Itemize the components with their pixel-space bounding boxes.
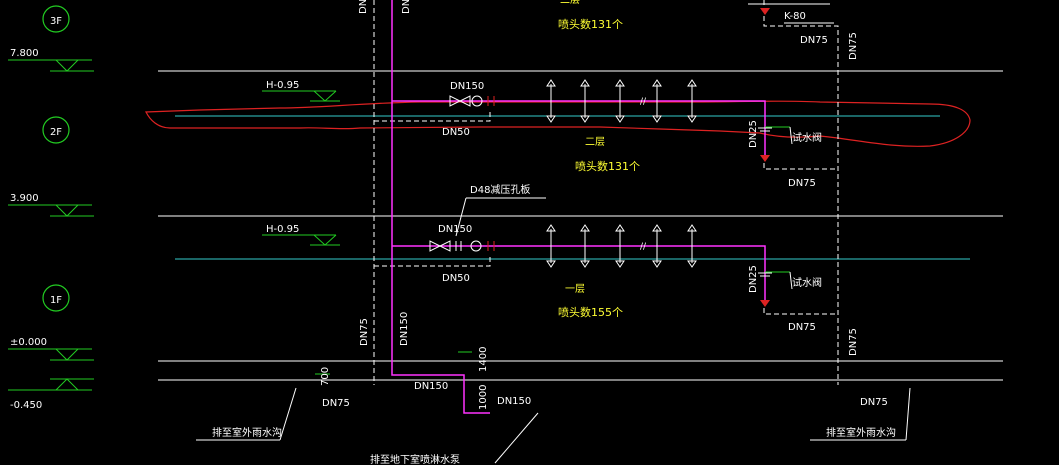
elevation-triangle-3f (8, 59, 94, 72)
lower-sprinkler-head-icon (687, 224, 697, 268)
elevation-1f-bottom: -0.450 (10, 400, 42, 411)
elevation-triangle-1f-bottom (8, 378, 94, 391)
leader-lines (196, 3, 911, 464)
upper-head-count: 喷头数131个 (575, 160, 640, 173)
top-riser-dn: DN75 (848, 32, 859, 60)
lower-test-valve (758, 271, 793, 307)
upper-sprinkler-head-icon (652, 79, 662, 123)
upper-sprinkler-head-icon (615, 79, 625, 123)
revision-cloud (145, 100, 971, 147)
upper-sprinkler-head-icon (580, 79, 590, 123)
upper-test-valve (758, 126, 793, 162)
left-riser-top-dn: DN (358, 0, 369, 14)
pipe-break-mark: // (640, 97, 647, 107)
elevation-triangle-1f-top (8, 348, 94, 361)
elevation-3f: 7.800 (10, 48, 39, 59)
floor-markers: 3F 2F 1F (42, 5, 70, 312)
right-drain-riser-dn: DN75 (848, 328, 859, 356)
upper-drain-dn: DN75 (788, 178, 816, 189)
floor-lines (158, 70, 1003, 381)
sprinkler-pipes (391, 0, 766, 414)
main-outlet-dn: DN150 (497, 396, 531, 407)
lower-drain-funnel-icon (760, 300, 770, 307)
upper-floor-name: 二层 (585, 136, 605, 148)
upper-sprinkler-head-icon (687, 79, 697, 123)
upper-sprinkler-head-icon (546, 79, 556, 123)
upper-test-valve-label: 试水阀 (792, 131, 822, 144)
floor-label-2f: 2F (50, 127, 62, 138)
elevation-triangle-2f (8, 204, 94, 217)
lower-branch-pipe (392, 245, 766, 300)
lower-valve-dn: DN150 (438, 224, 472, 235)
upper-flow-indicator-icon (471, 95, 483, 107)
lower-sprinkler-heads: // (546, 224, 697, 268)
lower-head-count: 喷头数155个 (558, 306, 623, 319)
top-fitting-label: K-80 (784, 11, 806, 22)
floor-marker-1f (42, 284, 70, 312)
lower-floor-name: 一层 (565, 283, 585, 295)
upper-test-pipe-dn: DN25 (748, 120, 759, 148)
upper-sprinkler-heads: // (546, 79, 697, 123)
main-horizontal-dn: DN150 (414, 381, 448, 392)
left-drain-riser-dn: DN75 (359, 318, 370, 346)
lower-sprinkler-head-icon (580, 224, 590, 268)
lower-drain-dn: DN75 (788, 322, 816, 333)
elevation-2f: 3.900 (10, 193, 39, 204)
upper-branch-pipe (392, 100, 766, 155)
branch-lines (175, 115, 970, 260)
dim-left: 700 (320, 367, 331, 386)
floor-label-3f: 3F (50, 16, 62, 27)
floor-marker-2f (42, 116, 70, 144)
upper-test-drain (763, 155, 838, 170)
upper-branch-dn: DN50 (442, 127, 470, 138)
upper-valve-dn: DN150 (450, 81, 484, 92)
upper-valve-group (449, 95, 495, 107)
lower-test-valve-label: 试水阀 (792, 276, 822, 289)
branch-elevation-lower: H-0.95 (262, 224, 340, 246)
dim-mid-upper: 1400 (478, 347, 489, 372)
right-outlet-dn: DN75 (860, 397, 888, 408)
top-drain-funnel-icon (760, 8, 770, 15)
branch-elevation-upper-label: H-0.95 (266, 80, 299, 91)
elevation-marks: 7.800 3.900 ±0.000 -0.450 (8, 48, 94, 411)
lower-branch-dn: DN50 (442, 273, 470, 284)
lower-gate-valve-icon (429, 240, 442, 252)
floor-marker-3f (42, 5, 70, 33)
upper-drain-funnel-icon (760, 155, 770, 162)
left-outlet-dn: DN75 (322, 398, 350, 409)
lower-flow-indicator-icon (470, 240, 482, 252)
orifice-plate-label: D48减压孔板 (470, 183, 530, 196)
lower-test-drain (763, 300, 838, 315)
branch-elevation-lower-label: H-0.95 (266, 224, 299, 235)
lower-test-pipe-dn: DN25 (748, 265, 759, 293)
lower-valve-group (429, 240, 495, 252)
lower-sprinkler-head-icon (615, 224, 625, 268)
pipe-break-mark: // (640, 242, 647, 252)
top-drain-dn: DN75 (800, 35, 828, 46)
left-drain-note: 排至室外雨水沟 (212, 426, 282, 439)
top-head-count: 喷头数131个 (558, 18, 623, 31)
elevation-1f-top: ±0.000 (10, 337, 47, 348)
top-floor-name: 二层 (560, 0, 580, 6)
lower-sprinkler-head-icon (546, 224, 556, 268)
main-riser (391, 0, 490, 414)
branch-elevation-upper: H-0.95 (262, 80, 340, 102)
main-riser-top-dn: DN (401, 0, 412, 14)
drain-pipes (373, 0, 839, 385)
center-drain-note: 排至地下室喷淋水泵 (370, 453, 460, 465)
dim-mid-lower: 1000 (478, 385, 489, 410)
right-drain-note: 排至室外雨水沟 (826, 426, 896, 439)
main-riser-dn: DN150 (399, 312, 410, 346)
upper-drain-branch (374, 110, 491, 122)
upper-gate-valve-icon (449, 95, 462, 107)
floor-label-1f: 1F (50, 295, 62, 306)
lower-sprinkler-head-icon (652, 224, 662, 268)
lower-drain-branch (374, 254, 491, 267)
